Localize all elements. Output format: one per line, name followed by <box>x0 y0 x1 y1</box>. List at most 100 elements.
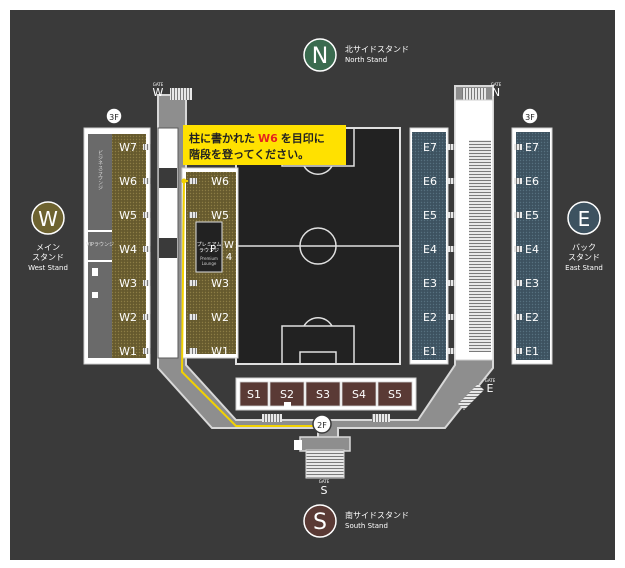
seat-block-e5-2f: E5 <box>423 209 437 222</box>
stairs-icon <box>448 314 456 320</box>
west-gate-stairs <box>170 88 192 100</box>
premium-lounge-en1: Premium <box>200 256 218 261</box>
seat-block-w1-3f: W1 <box>119 345 137 358</box>
vip-lounge-label: VIPラウンジ <box>86 241 114 248</box>
compass-west: W メイン スタンド West Stand <box>28 201 68 272</box>
business-lounge-label: ビジネスラウンジ <box>97 149 103 190</box>
north-stand-en: North Stand <box>345 56 387 64</box>
premium-lounge-jp2: ラウンジ <box>199 247 219 254</box>
svg-text:GATE: GATE <box>153 82 164 87</box>
gate-south: GATE S <box>319 479 330 497</box>
stairs-icon <box>143 348 151 354</box>
seat-block-e1-3f: E1 <box>525 345 539 358</box>
seat-block-s3: S3 <box>316 388 330 401</box>
west-stand-2f: プレミアム ラウンジ Premium Lounge P W 4 W6W5W3W2… <box>181 167 239 359</box>
svg-text:GATE: GATE <box>319 479 330 484</box>
facility-icons <box>92 116 484 450</box>
svg-text:GATE: GATE <box>485 378 496 383</box>
svg-text:N: N <box>492 86 500 99</box>
stairs-icon <box>514 144 522 150</box>
compass-north: N 北サイドスタンド North Stand <box>303 38 409 72</box>
stairs-icon <box>448 348 456 354</box>
svg-text:2F: 2F <box>317 421 327 430</box>
seat-block-s4-area <box>341 381 377 407</box>
stairs-icon <box>189 178 197 184</box>
wheelchair-icon <box>164 340 172 348</box>
floor-badge-2f: 2F <box>312 414 332 434</box>
stairs-icon <box>143 144 151 150</box>
stairs-icon <box>514 314 522 320</box>
premium-lounge-area <box>195 221 223 273</box>
south-gate-stairs <box>305 449 345 479</box>
west-stand-jp2: スタンド <box>32 253 64 262</box>
seat-block-w2-3f: W2 <box>119 311 137 324</box>
seat-block-e4-2f: E4 <box>423 243 437 256</box>
east-stand-jp2: スタンド <box>568 253 600 262</box>
south-stand-jp: 南サイドスタンド <box>345 510 409 520</box>
w4-upper-letter: W <box>224 240 234 251</box>
svg-text:3F: 3F <box>109 113 119 122</box>
compass-east: E バック スタンド East Stand <box>565 201 603 272</box>
wheelchair-icon <box>92 292 98 298</box>
seat-block-s1-area <box>239 381 269 407</box>
west-concourse-facilities <box>157 127 179 359</box>
stairs-icon <box>514 348 522 354</box>
seat-block-s5: S5 <box>388 388 402 401</box>
seat-block-e6-3f: E6 <box>525 175 539 188</box>
seat-block-e1-2f: E1 <box>423 345 437 358</box>
seat-block-s2: S2 <box>280 388 294 401</box>
seat-block-w1-2f: W1 <box>211 345 229 358</box>
vending-icon <box>164 302 172 312</box>
svg-text:3F: 3F <box>525 113 535 122</box>
seat-block-e4-3f: E4 <box>525 243 539 256</box>
elevator-icon <box>294 440 302 450</box>
stairs-icon <box>143 212 151 218</box>
compass-south: S 南サイドスタンド South Stand <box>303 504 409 538</box>
east-stand-en: East Stand <box>565 264 603 272</box>
svg-text:S: S <box>321 484 328 497</box>
seat-block-w6-2f: W6 <box>211 175 229 188</box>
floor-badge-3f-east: 3F <box>521 107 539 125</box>
stairs-icon <box>448 280 456 286</box>
route-start-marker <box>181 178 187 184</box>
svg-text:E: E <box>487 382 494 395</box>
seat-block-e5-3f: E5 <box>525 209 539 222</box>
east-letter: E <box>578 207 591 231</box>
stairs-icon <box>448 178 456 184</box>
seat-block-w7-3f: W7 <box>119 141 137 154</box>
gate-east: GATE E <box>485 378 496 395</box>
seat-block-w4-3f: W4 <box>119 243 137 256</box>
premium-lounge-en2: Lounge <box>202 261 217 266</box>
floor-badge-3f-west: 3F <box>105 107 123 125</box>
stairs-icon <box>143 246 151 252</box>
gate-north: GATE N <box>491 82 502 99</box>
wheelchair-icon <box>284 402 291 409</box>
vending-icon <box>476 116 484 126</box>
seat-block-w3-3f: W3 <box>119 277 137 290</box>
west-stand-jp1: メイン <box>36 243 60 252</box>
seat-block-w6-3f: W6 <box>119 175 137 188</box>
w4-upper-number: 4 <box>226 252 232 263</box>
west-stand-en: West Stand <box>28 264 68 272</box>
seat-block-e7-3f: E7 <box>525 141 539 154</box>
restroom-icon <box>164 198 172 208</box>
south-letter: S <box>313 510 327 535</box>
seat-block-w2-2f: W2 <box>211 311 229 324</box>
south-stand-en: South Stand <box>345 522 388 530</box>
north-stand-jp: 北サイドスタンド <box>345 45 409 54</box>
stairs-icon <box>514 280 522 286</box>
stairs-icon <box>514 246 522 252</box>
gate-west: GATE W <box>153 82 164 99</box>
seat-block-w3-2f: W3 <box>211 277 229 290</box>
seat-block-s4: S4 <box>352 388 366 401</box>
elevator-icon <box>164 278 172 288</box>
north-gate-stairs <box>462 88 486 100</box>
restroom-icon <box>92 268 98 276</box>
